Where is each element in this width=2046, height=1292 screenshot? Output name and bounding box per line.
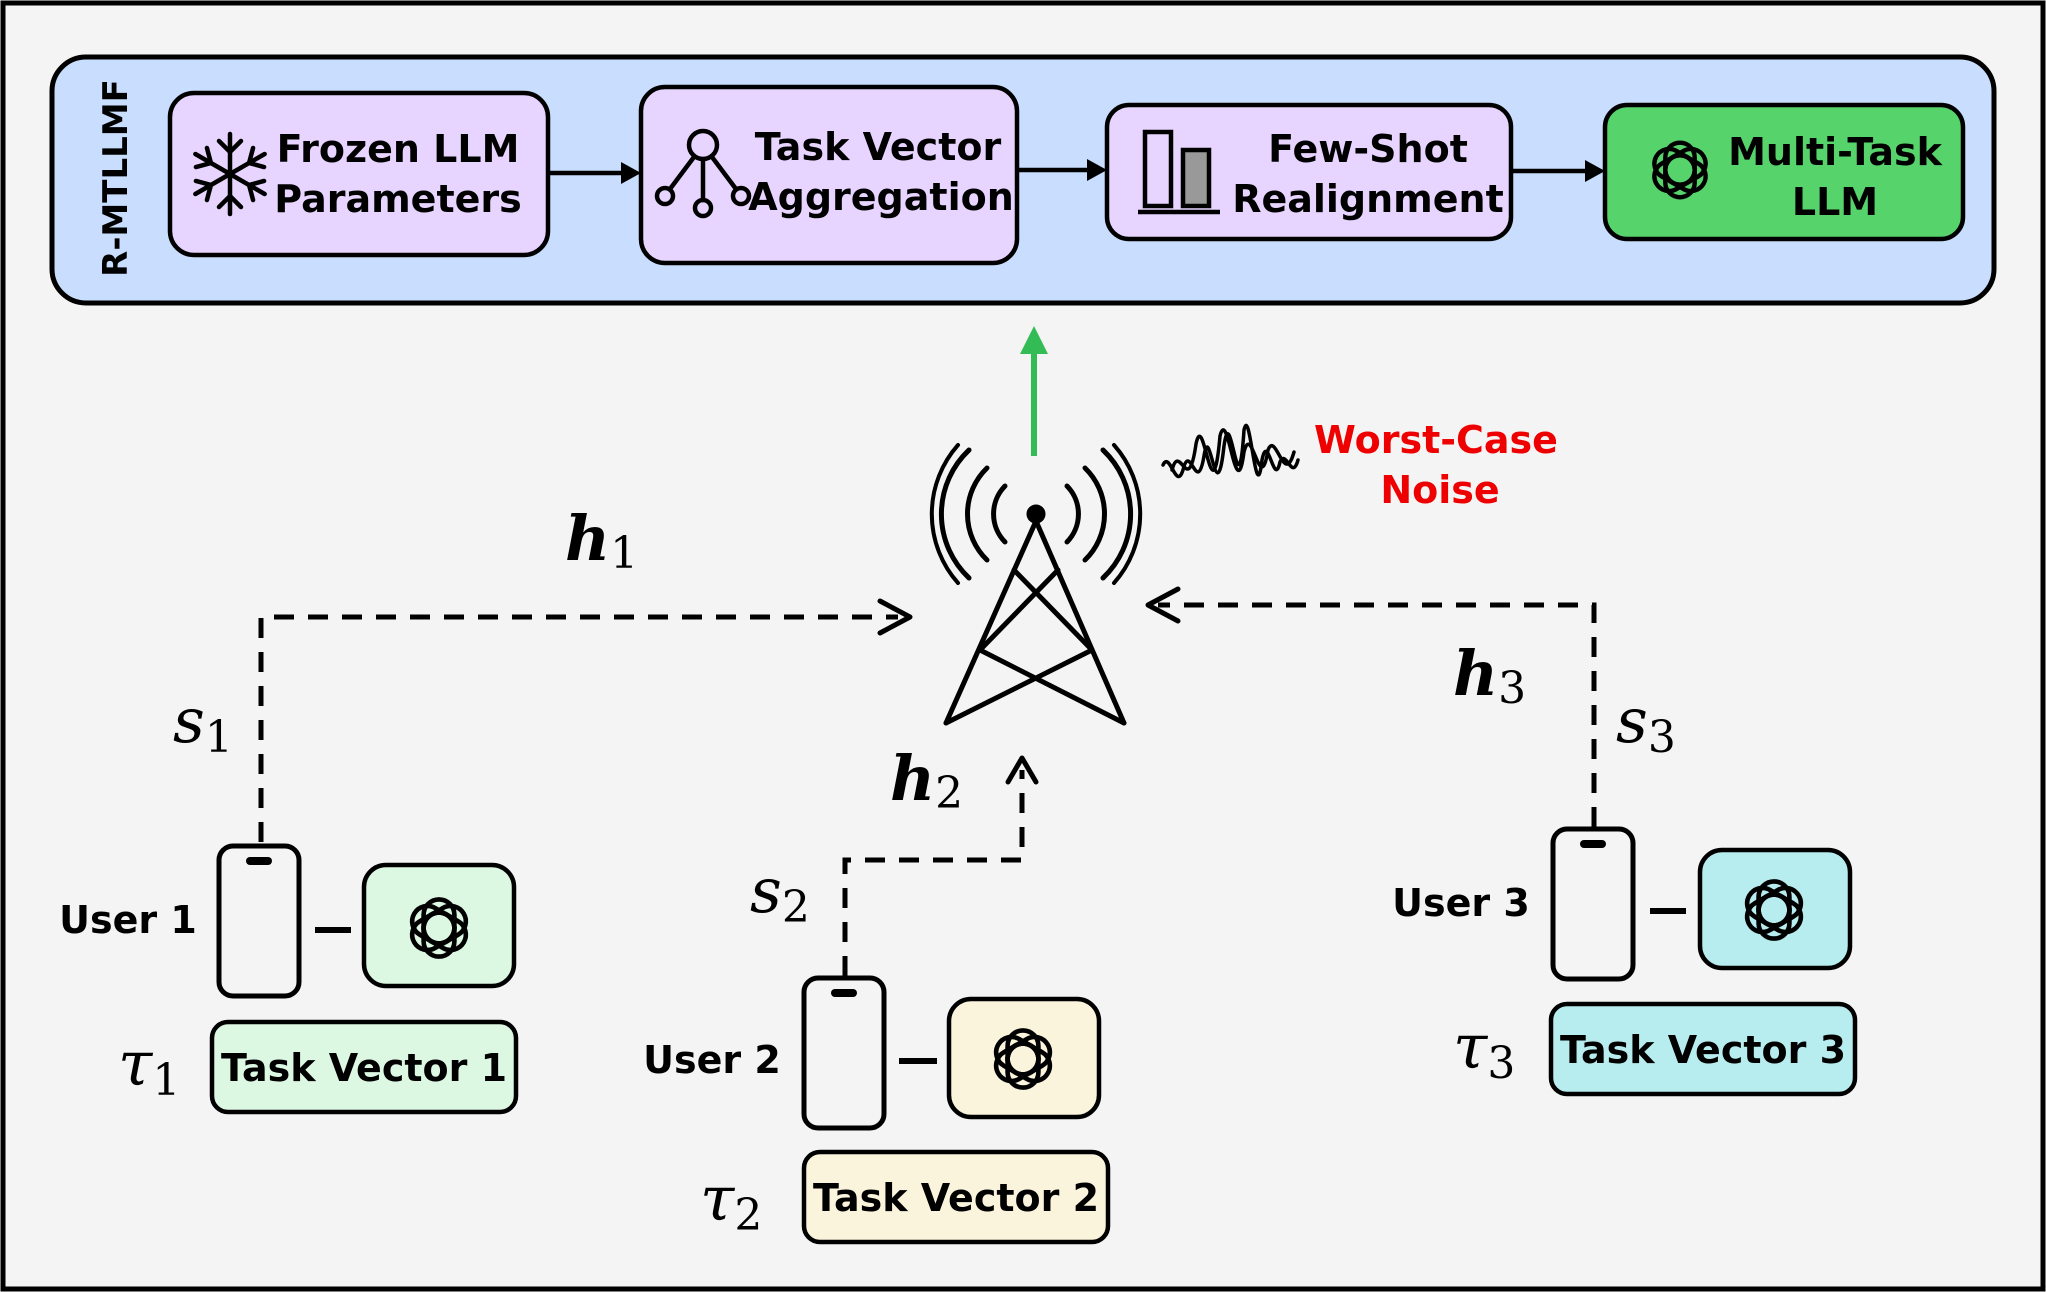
step-multi-task-line2: LLM bbox=[1792, 180, 1878, 224]
snowflake-icon bbox=[190, 131, 270, 214]
step-few-shot-realignment: Few-Shot Realignment bbox=[1104, 102, 1514, 242]
phone-icon bbox=[216, 843, 302, 999]
phone-icon bbox=[801, 975, 887, 1131]
step-frozen-llm-line2: Parameters bbox=[274, 177, 522, 221]
signal-label-s1: s1 bbox=[173, 684, 233, 763]
user-2-model-box bbox=[946, 996, 1102, 1120]
uplink-arrow bbox=[1020, 326, 1048, 456]
user-3-tau: τ3 bbox=[1453, 1010, 1515, 1089]
step-task-vector-aggregation-line2: Aggregation bbox=[748, 175, 1014, 219]
channel-path-user1 bbox=[258, 614, 898, 842]
step-task-vector-aggregation-line1: Task Vector bbox=[755, 125, 1002, 169]
base-station-icon bbox=[929, 443, 1143, 726]
channel-arrowheads bbox=[877, 586, 1181, 785]
channel-label-h2: h2 bbox=[890, 742, 963, 819]
task-vector-3-label: Task Vector 3 bbox=[1560, 1028, 1846, 1072]
user-2-group: User 2 τ2 Task Vector 2 bbox=[643, 975, 1111, 1245]
step-task-vector-aggregation: Task Vector Aggregation bbox=[638, 84, 1020, 266]
channel-path-user2 bbox=[842, 770, 1025, 976]
noise-wave-icon bbox=[1161, 423, 1300, 479]
user-2-tau: τ2 bbox=[700, 1162, 762, 1241]
user-3-model-box bbox=[1697, 847, 1853, 971]
user-1-model-box bbox=[361, 862, 517, 989]
step-frozen-llm-line1: Frozen LLM bbox=[277, 127, 520, 171]
bar-align-icon bbox=[1138, 129, 1220, 215]
step-frozen-llm: Frozen LLM Parameters bbox=[167, 90, 551, 258]
step-few-shot-line1: Few-Shot bbox=[1268, 127, 1468, 171]
user-2-label: User 2 bbox=[643, 1038, 781, 1082]
channel-paths bbox=[258, 602, 1597, 976]
user-1-group: User 1 τ1 Task Vector 1 bbox=[59, 843, 519, 1115]
task-vector-2-box bbox=[801, 1149, 1111, 1245]
user-3-label: User 3 bbox=[1392, 881, 1530, 925]
task-vector-1-label: Task Vector 1 bbox=[221, 1046, 507, 1090]
user-1-tau: τ1 bbox=[118, 1027, 180, 1106]
step-multi-task-line1: Multi-Task bbox=[1728, 130, 1943, 174]
step-arrows bbox=[548, 159, 1605, 184]
noise-label-line2: Noise bbox=[1380, 468, 1499, 512]
channel-label-h3: h3 bbox=[1453, 637, 1526, 714]
step-few-shot-line2: Realignment bbox=[1232, 177, 1504, 221]
framework-label: R-MTLLMF bbox=[96, 79, 136, 277]
noise-label-line1: Worst-Case bbox=[1314, 418, 1558, 462]
step-multi-task-llm: Multi-Task LLM bbox=[1602, 102, 1966, 242]
user-3-group: User 3 τ3 Task Vector 3 bbox=[1392, 826, 1858, 1097]
signal-label-s3: s3 bbox=[1616, 684, 1676, 763]
framework-panel: R-MTLLMF Frozen LLM Parameters bbox=[49, 54, 1997, 306]
task-vector-2-label: Task Vector 2 bbox=[813, 1176, 1099, 1220]
channel-path-user3 bbox=[1158, 602, 1597, 827]
signal-label-s2: s2 bbox=[750, 854, 810, 933]
task-vector-1-box bbox=[209, 1019, 519, 1115]
phone-icon bbox=[1550, 826, 1636, 982]
channel-label-h1: h1 bbox=[565, 502, 638, 579]
network-node-icon bbox=[654, 128, 752, 219]
task-vector-3-box bbox=[1548, 1001, 1858, 1097]
user-1-label: User 1 bbox=[59, 898, 197, 942]
